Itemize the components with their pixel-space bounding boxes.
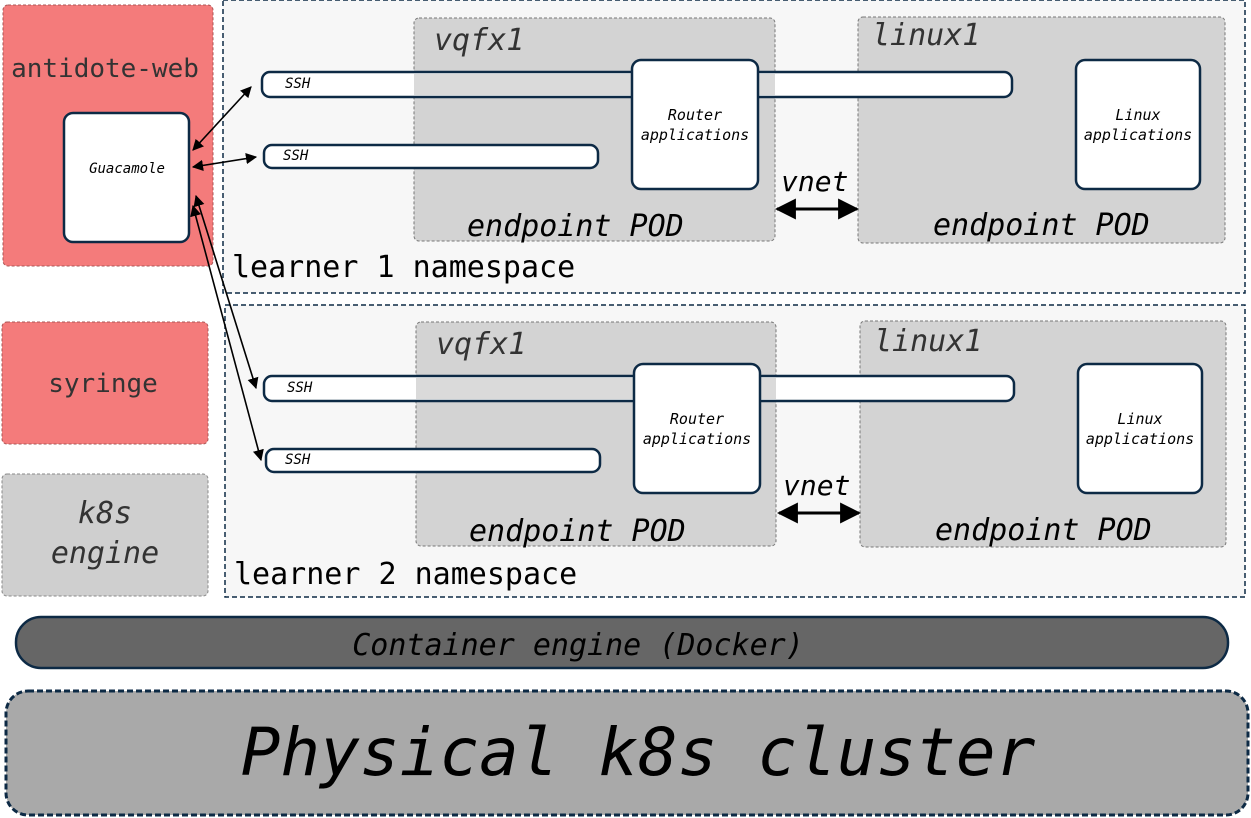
ssh-label: SSH bbox=[283, 148, 309, 164]
ssh-tunnel-to-router-1: SSH bbox=[262, 143, 600, 170]
guacamole-connection-arrows bbox=[190, 86, 264, 462]
arrow-guac-ssh-1b bbox=[191, 153, 258, 171]
physical-cluster-box bbox=[4, 689, 1250, 817]
linux-app-line2: applications bbox=[1084, 126, 1192, 144]
physical-cluster-layer: Physical k8s cluster bbox=[4, 689, 1250, 817]
k8s-engine-box bbox=[1, 473, 209, 597]
syringe-component: syringe bbox=[1, 321, 209, 445]
vqfx-pod-2-label: endpoint POD bbox=[469, 514, 686, 549]
guacamole-box bbox=[62, 111, 191, 244]
guacamole-label: Guacamole bbox=[89, 161, 165, 177]
router-app-line2: applications bbox=[641, 126, 749, 144]
k8s-engine-line1: k8s bbox=[78, 496, 132, 531]
vqfx-pod-1-name: vqfx1 bbox=[434, 23, 524, 58]
linux-app-line1: Linux bbox=[1115, 106, 1160, 124]
k8s-engine-line2: engine bbox=[51, 536, 159, 571]
linux-pod-1-name: linux1 bbox=[872, 18, 980, 53]
ssh-tunnel-to-router-2: SSH bbox=[264, 447, 602, 474]
namespace-2-label: learner 2 namespace bbox=[234, 557, 577, 592]
antidote-web-component: antidote-web Guacamole bbox=[2, 4, 214, 267]
vqfx-pod-1-label: endpoint POD bbox=[467, 209, 684, 244]
ssh-label: SSH bbox=[285, 452, 311, 468]
linux-pod-1-label: endpoint POD bbox=[933, 208, 1150, 243]
vqfx-pod-2-name: vqfx1 bbox=[436, 327, 526, 362]
arrow-guac-ssh-2b bbox=[190, 204, 264, 462]
syringe-box bbox=[1, 321, 209, 445]
syringe-label: syringe bbox=[48, 369, 158, 399]
router-applications-box-1 bbox=[630, 58, 760, 191]
vnet-label-1: vnet bbox=[781, 165, 848, 198]
router-app-line2: applications bbox=[643, 430, 751, 448]
namespace-1-label: learner 1 namespace bbox=[232, 250, 575, 285]
router-applications-box-2 bbox=[632, 362, 762, 495]
learner-1-namespace: learner 1 namespace vqfx1 endpoint POD l… bbox=[222, 0, 1246, 294]
container-engine-bar bbox=[14, 615, 1230, 670]
router-app-line1: Router bbox=[670, 410, 724, 428]
vnet-label-2: vnet bbox=[783, 469, 850, 502]
learner-2-namespace: learner 2 namespace vqfx1 endpoint POD l… bbox=[224, 304, 1246, 598]
ssh-label: SSH bbox=[287, 380, 313, 396]
ssh-label: SSH bbox=[285, 76, 311, 92]
antidote-web-label: antidote-web bbox=[11, 54, 199, 84]
linux-app-line1: Linux bbox=[1117, 410, 1162, 428]
container-engine-layer: Container engine (Docker) bbox=[14, 615, 1230, 670]
physical-cluster-label: Physical k8s cluster bbox=[241, 714, 1036, 791]
arrow-guac-ssh-1a bbox=[192, 86, 252, 151]
linux-pod-2-label: endpoint POD bbox=[935, 513, 1152, 548]
linux-app-line2: applications bbox=[1086, 430, 1194, 448]
linux-pod-2-name: linux1 bbox=[874, 324, 982, 359]
container-engine-label: Container engine (Docker) bbox=[352, 628, 804, 663]
k8s-engine-component: k8s engine bbox=[1, 473, 209, 597]
linux-applications-box-1 bbox=[1074, 58, 1202, 191]
router-app-line1: Router bbox=[668, 106, 722, 124]
linux-applications-box-2 bbox=[1076, 362, 1204, 495]
